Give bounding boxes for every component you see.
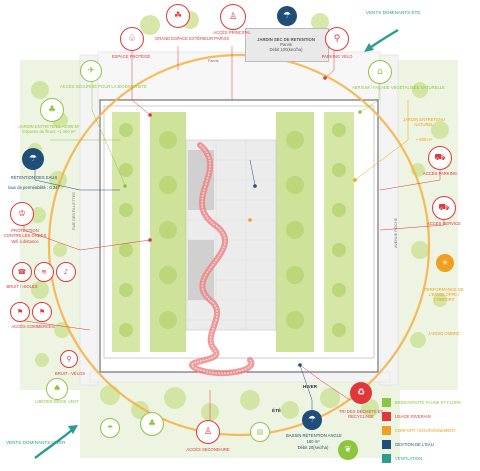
trees-icon: ♣ — [140, 412, 164, 436]
wind-summer-label: VENTS DOMINANTS ÉTÉ — [366, 10, 421, 15]
shade-icon: ☂ — [100, 418, 120, 438]
label-jardin-entretenu-sub: Espaces de fleurs ~1 400 m² — [22, 129, 76, 134]
street-left: RUE DES FILLETTES — [72, 192, 76, 230]
label-retention-eaux-sub: taux de perméabilité : 0,347 — [8, 185, 60, 190]
rain-retention-icon: ☂ — [22, 148, 44, 170]
label-espace-exterieur: GRAND ESPACE EXTÉRIEUR PARVIS — [155, 36, 230, 41]
wind-arrow-top — [369, 28, 399, 49]
bike-noise-icon: ⚲ — [60, 350, 78, 368]
label-retention-eaux: RÉTENTION DES EAUX — [10, 175, 58, 180]
right-road — [379, 54, 399, 386]
windbreak-icon: ♠ — [46, 378, 68, 400]
label-basin-retention-sub2: Débit 20(sec/ha) — [297, 445, 329, 450]
label-espace-protege: ESPACE PROTÉGÉ — [111, 54, 151, 59]
garden-strip-1 — [112, 112, 140, 352]
wind-arrowhead-top — [364, 43, 374, 52]
label-basin-retention: BASSIN RÉTENTION ANGLE — [286, 433, 342, 438]
label-jardin-naturel-sub: ~ 800 m² — [415, 137, 433, 142]
legend-label-ventilation: VENTILATION — [395, 456, 423, 461]
season-winter-label: HIVER — [303, 384, 318, 389]
label-liberation-vent: LIBÉRER BRISE VENT — [35, 399, 79, 404]
label-acces-parking: ACCÈS PARKING — [422, 171, 458, 176]
bicycle-icon: ⚲ — [325, 27, 349, 51]
green-house-icon: ⌂ — [368, 60, 392, 84]
legend-swatch-usage — [382, 412, 391, 421]
building-inner-outline — [103, 105, 375, 359]
label-abri-facade: ABRI/UM / FAÇADE VÉGÉTALISÉE NATURELLE — [352, 85, 445, 90]
car-icon: ⛟ — [428, 146, 452, 170]
comfort-circle — [47, 53, 431, 437]
sound-icon: ♪ — [56, 262, 76, 282]
people-tree-icon: ☘ — [166, 4, 190, 28]
top-panel — [245, 28, 329, 62]
top-panel-sub1: Parvis — [280, 42, 292, 47]
left-road — [79, 54, 99, 386]
truck-icon: ⛟ — [432, 196, 456, 220]
label-bruit-velos: BRUIT - VÉLOS — [54, 371, 86, 376]
legend-swatch-comfort — [382, 426, 391, 435]
label-parking-velo: PARKING VÉLO — [321, 54, 353, 59]
legend-swatch-biodiversity — [382, 398, 391, 407]
label-acces-commerces: ACCÈS COMMERCES — [11, 324, 55, 329]
rain-cloud-icon: ☂ — [277, 6, 297, 26]
label-acces-principal: ACCÈS PRINCIPAL — [213, 30, 251, 35]
label-tri-dechets: TRI DES DÉCHETS ET RECYCLAGE — [338, 409, 384, 419]
label-basin-retention-sub1: 160 m³ — [306, 439, 320, 444]
legend-label-biodiversity: BIODIVERSITÉ FAUNE ET FLORE — [395, 400, 462, 405]
garden-tree-icon: ♣ — [40, 98, 64, 122]
bench-icon: ▤ — [250, 422, 270, 442]
wave-icon: ≋ — [34, 262, 54, 282]
street-right: AVENUE ROCHE — [394, 217, 398, 248]
wind-winter-label: VENTS DOMINANTS HIVER — [6, 440, 66, 445]
legend-swatch-ventilation — [382, 454, 391, 463]
label-performance: PERFORMANCE DE L'ENVELOPPE / CONFORT — [424, 287, 464, 302]
street-top: Parvis — [208, 59, 219, 63]
legend-label-comfort: CONFORT / ENVIRONNEMENT — [395, 428, 456, 433]
comfort-icon: ☀ — [436, 254, 454, 272]
top-panel-sub2: Débit 100(sec/ha) — [269, 47, 303, 52]
commerce-icon-2: ⚑ — [32, 302, 52, 322]
winding-path-inner — [191, 144, 253, 374]
label-jardin-naturel: JARDIN ENTRETENU NATUREL — [403, 117, 445, 127]
legend-swatch-water — [382, 440, 391, 449]
label-protection-ondes-sub: Wifi à distance — [11, 239, 39, 244]
people-group-icon: ♙ — [220, 4, 246, 30]
commerce-icon: ⚑ — [10, 302, 30, 322]
legend-label-usage: USAGE RIVERAIN — [395, 414, 431, 419]
label-jardin-ombre: JARDIN OMBRÉ — [428, 331, 460, 336]
label-acces-securise: ACCÈS SÉCURISÉ POUR LA BIODIVERSITÉ — [60, 84, 147, 89]
bird-icon: ✈ — [80, 60, 102, 82]
basin-icon: ☂ — [302, 410, 322, 430]
label-protection-ondes: PROTECTION CONTRE LES ONDES — [3, 228, 47, 238]
top-parvis — [97, 51, 381, 101]
leaf-icon: ❦ — [338, 440, 358, 460]
wind-arrow-bottom — [34, 429, 73, 459]
label-bruit-isole: BRUIT / ISOLÉS — [6, 284, 38, 289]
phone-icon: ☎ — [12, 262, 32, 282]
label-acces-service: ACCÈS SERVICE — [427, 221, 461, 226]
legend-label-water: GESTION DE L'EAU — [395, 442, 434, 447]
top-panel-title: JARDIN SEC DE RETENTION — [257, 37, 315, 42]
people-secondary-icon: ♙ — [196, 420, 220, 444]
label-acces-secondaire: ACCÈS SECONDAIRE — [186, 447, 230, 452]
tree-protect-icon: ♧ — [120, 27, 144, 51]
wind-arrowhead-bottom — [68, 425, 78, 434]
season-summer-label: ÉTÉ — [272, 408, 281, 413]
recycle-icon: ♻ — [350, 382, 372, 404]
person-shield-icon: ♔ — [10, 202, 34, 226]
label-jardin-entretenu: JARDIN ENTRETENU ~2000 m² — [18, 124, 80, 129]
garden-strip-trees — [119, 123, 346, 337]
marker-dots — [123, 76, 362, 367]
garden-strip-4 — [324, 112, 354, 352]
